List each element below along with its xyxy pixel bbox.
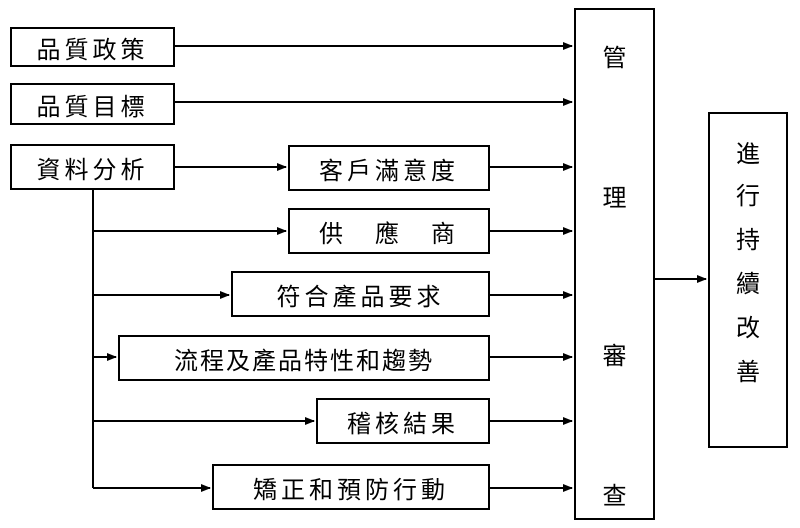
improvement-char: 改	[736, 314, 760, 342]
process-trends-box: 流程及產品特性和趨勢	[118, 335, 490, 381]
management-review-char: 審	[602, 342, 627, 370]
quality-objectives-box: 品質目標	[10, 83, 175, 125]
continual-improvement-box: 進 行 持 續 改 善	[708, 112, 788, 448]
management-review-char: 理	[602, 184, 627, 212]
improvement-char: 善	[736, 358, 760, 386]
supplier-box: 供 應 商	[288, 208, 490, 254]
process-trends-label: 流程及產品特性和趨勢	[174, 346, 434, 375]
corrective-actions-box: 矯正和預防行動	[212, 464, 490, 510]
supplier-label: 供 應 商	[319, 219, 459, 248]
conformity-label: 符合產品要求	[276, 282, 445, 311]
data-analysis-label: 資料分析	[36, 155, 149, 184]
management-review-char: 管	[602, 44, 627, 72]
quality-objectives-label: 品質目標	[36, 92, 149, 121]
improvement-char: 持	[736, 226, 760, 254]
management-review-box: 管 理 審 查	[574, 8, 655, 520]
improvement-char: 行	[736, 182, 760, 210]
improvement-char: 進	[736, 140, 760, 168]
quality-policy-label: 品質政策	[36, 35, 149, 64]
customer-satisfaction-label: 客戶滿意度	[319, 156, 459, 185]
management-review-char: 查	[602, 482, 627, 510]
data-analysis-box: 資料分析	[10, 144, 175, 190]
quality-policy-box: 品質政策	[10, 27, 175, 67]
conformity-box: 符合產品要求	[231, 271, 490, 317]
corrective-actions-label: 矯正和預防行動	[253, 475, 449, 504]
improvement-char: 續	[736, 270, 760, 298]
audit-results-box: 稽核結果	[316, 398, 490, 444]
customer-satisfaction-box: 客戶滿意度	[288, 145, 490, 191]
audit-results-label: 稽核結果	[347, 409, 459, 438]
